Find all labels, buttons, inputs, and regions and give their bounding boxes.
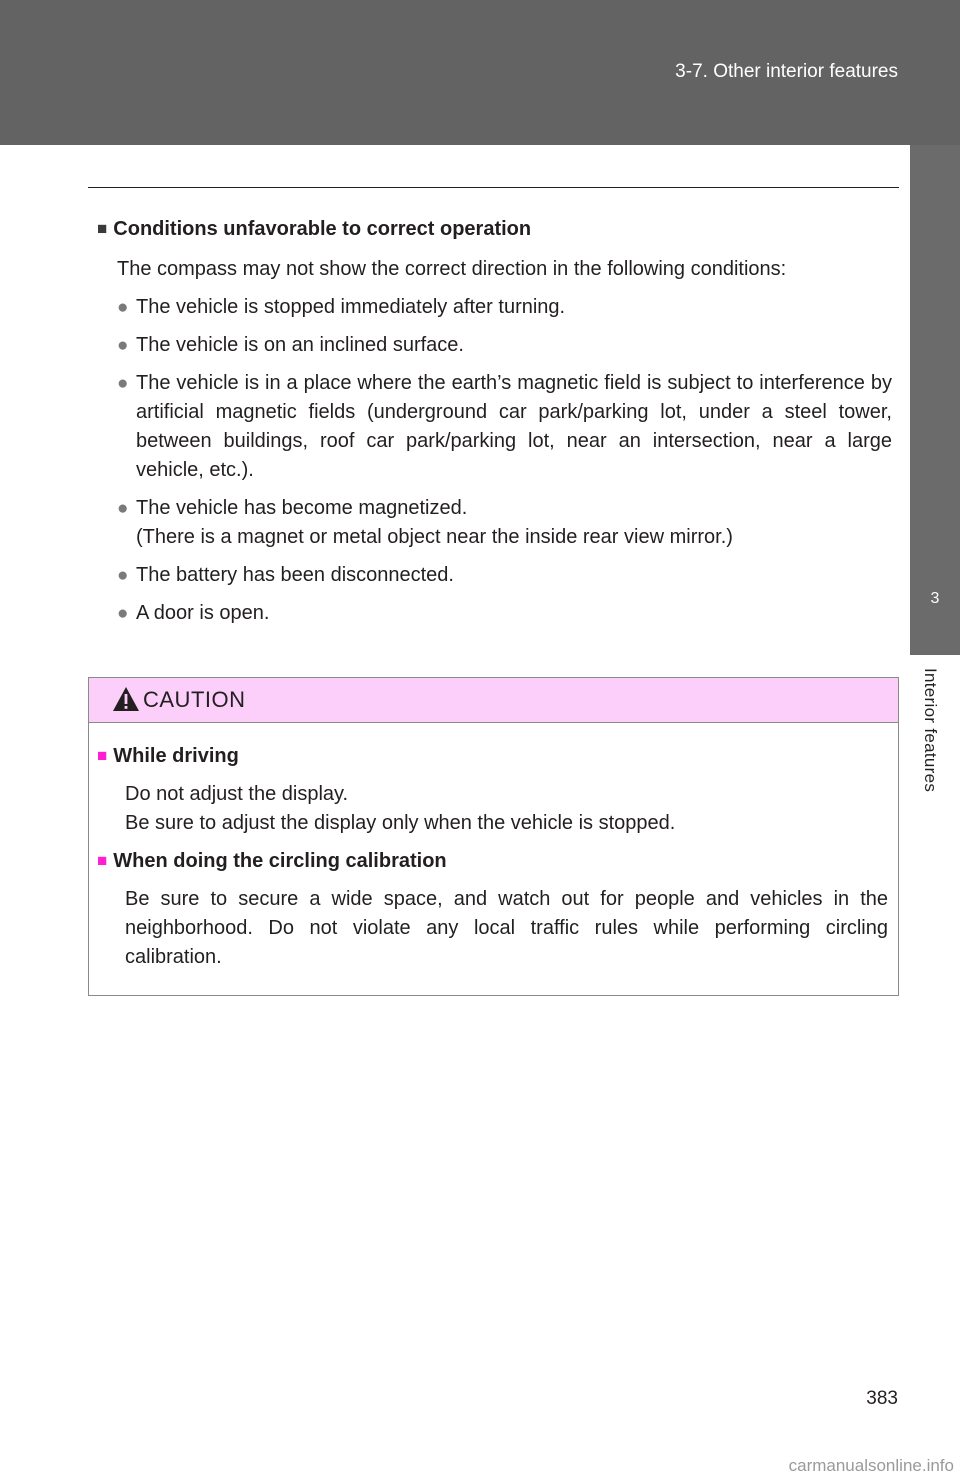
section-heading: ■ Conditions unfavorable to correct opera…	[97, 214, 892, 245]
caution-item-heading-text: When doing the circling calibration	[113, 850, 447, 872]
watermark: carmanualsonline.info	[788, 1456, 954, 1475]
section-intro: The compass may not show the correct dir…	[117, 258, 787, 280]
list-item: ● The vehicle is stopped immediately afte…	[97, 293, 892, 322]
list-item: ● The battery has been disconnected.	[97, 561, 892, 590]
caution-item-text: Do not adjust the display. Be sure to adj…	[125, 780, 888, 838]
caution-body: ■ While driving Do not adjust the display…	[89, 723, 898, 972]
caution-item-text: Be sure to secure a wide space, and watc…	[125, 888, 888, 968]
chapter-tab-number: 3	[930, 590, 940, 607]
warning-triangle-icon	[113, 687, 139, 711]
caution-line: Do not adjust the display.	[125, 783, 349, 805]
caution-item-heading: ■ While driving	[97, 741, 898, 772]
page-header: 3-7. Other interior features	[0, 0, 960, 145]
caution-item-heading-text: While driving	[113, 745, 239, 767]
circle-bullet-icon: ●	[117, 297, 129, 318]
square-bullet-icon: ■	[97, 851, 108, 870]
page-number: 383	[866, 1388, 898, 1409]
circle-bullet-icon: ●	[117, 565, 129, 586]
circle-bullet-icon: ●	[117, 498, 129, 519]
list-item: ● A door is open.	[97, 599, 892, 628]
list-item-text: The vehicle has become magnetized.	[136, 497, 468, 519]
list-item: ● The vehicle is in a place where the ear…	[97, 369, 892, 485]
list-item-text: A door is open.	[136, 602, 270, 624]
chapter-tab-label: Interior features	[921, 668, 940, 793]
caution-item-heading: ■ When doing the circling calibration	[97, 846, 898, 877]
circle-bullet-icon: ●	[117, 335, 129, 356]
list-item: ● The vehicle has become magnetized. (Ther…	[97, 494, 892, 552]
chapter-title: 3-7. Other interior features	[675, 61, 898, 82]
square-bullet-icon: ■	[97, 746, 108, 765]
caution-box: CAUTION ■ While driving Do not adjust the…	[88, 677, 899, 996]
divider-line	[88, 187, 899, 188]
square-bullet-icon: ■	[97, 219, 108, 238]
caution-title: CAUTION	[143, 687, 246, 712]
list-item-text: The battery has been disconnected.	[136, 564, 454, 586]
list-item-text: The vehicle is in a place where the eart…	[136, 372, 892, 481]
caution-line: Be sure to adjust the display only when …	[125, 812, 676, 834]
chapter-tab-label-area	[910, 655, 960, 870]
list-item-note: (There is a magnet or metal object near …	[136, 526, 733, 548]
circle-bullet-icon: ●	[117, 373, 129, 394]
section-heading-text: Conditions unfavorable to correct operat…	[113, 218, 532, 240]
list-item-text: The vehicle is on an inclined surface.	[136, 334, 464, 356]
circle-bullet-icon: ●	[117, 603, 129, 624]
list-item-text: The vehicle is stopped immediately after…	[136, 296, 566, 318]
conditions-list: ● The vehicle is stopped immediately afte…	[97, 293, 892, 628]
caution-header: CAUTION	[89, 678, 898, 723]
conditions-section: ■ Conditions unfavorable to correct opera…	[97, 214, 892, 628]
chapter-tab	[910, 145, 960, 655]
list-item: ● The vehicle is on an inclined surface.	[97, 331, 892, 360]
